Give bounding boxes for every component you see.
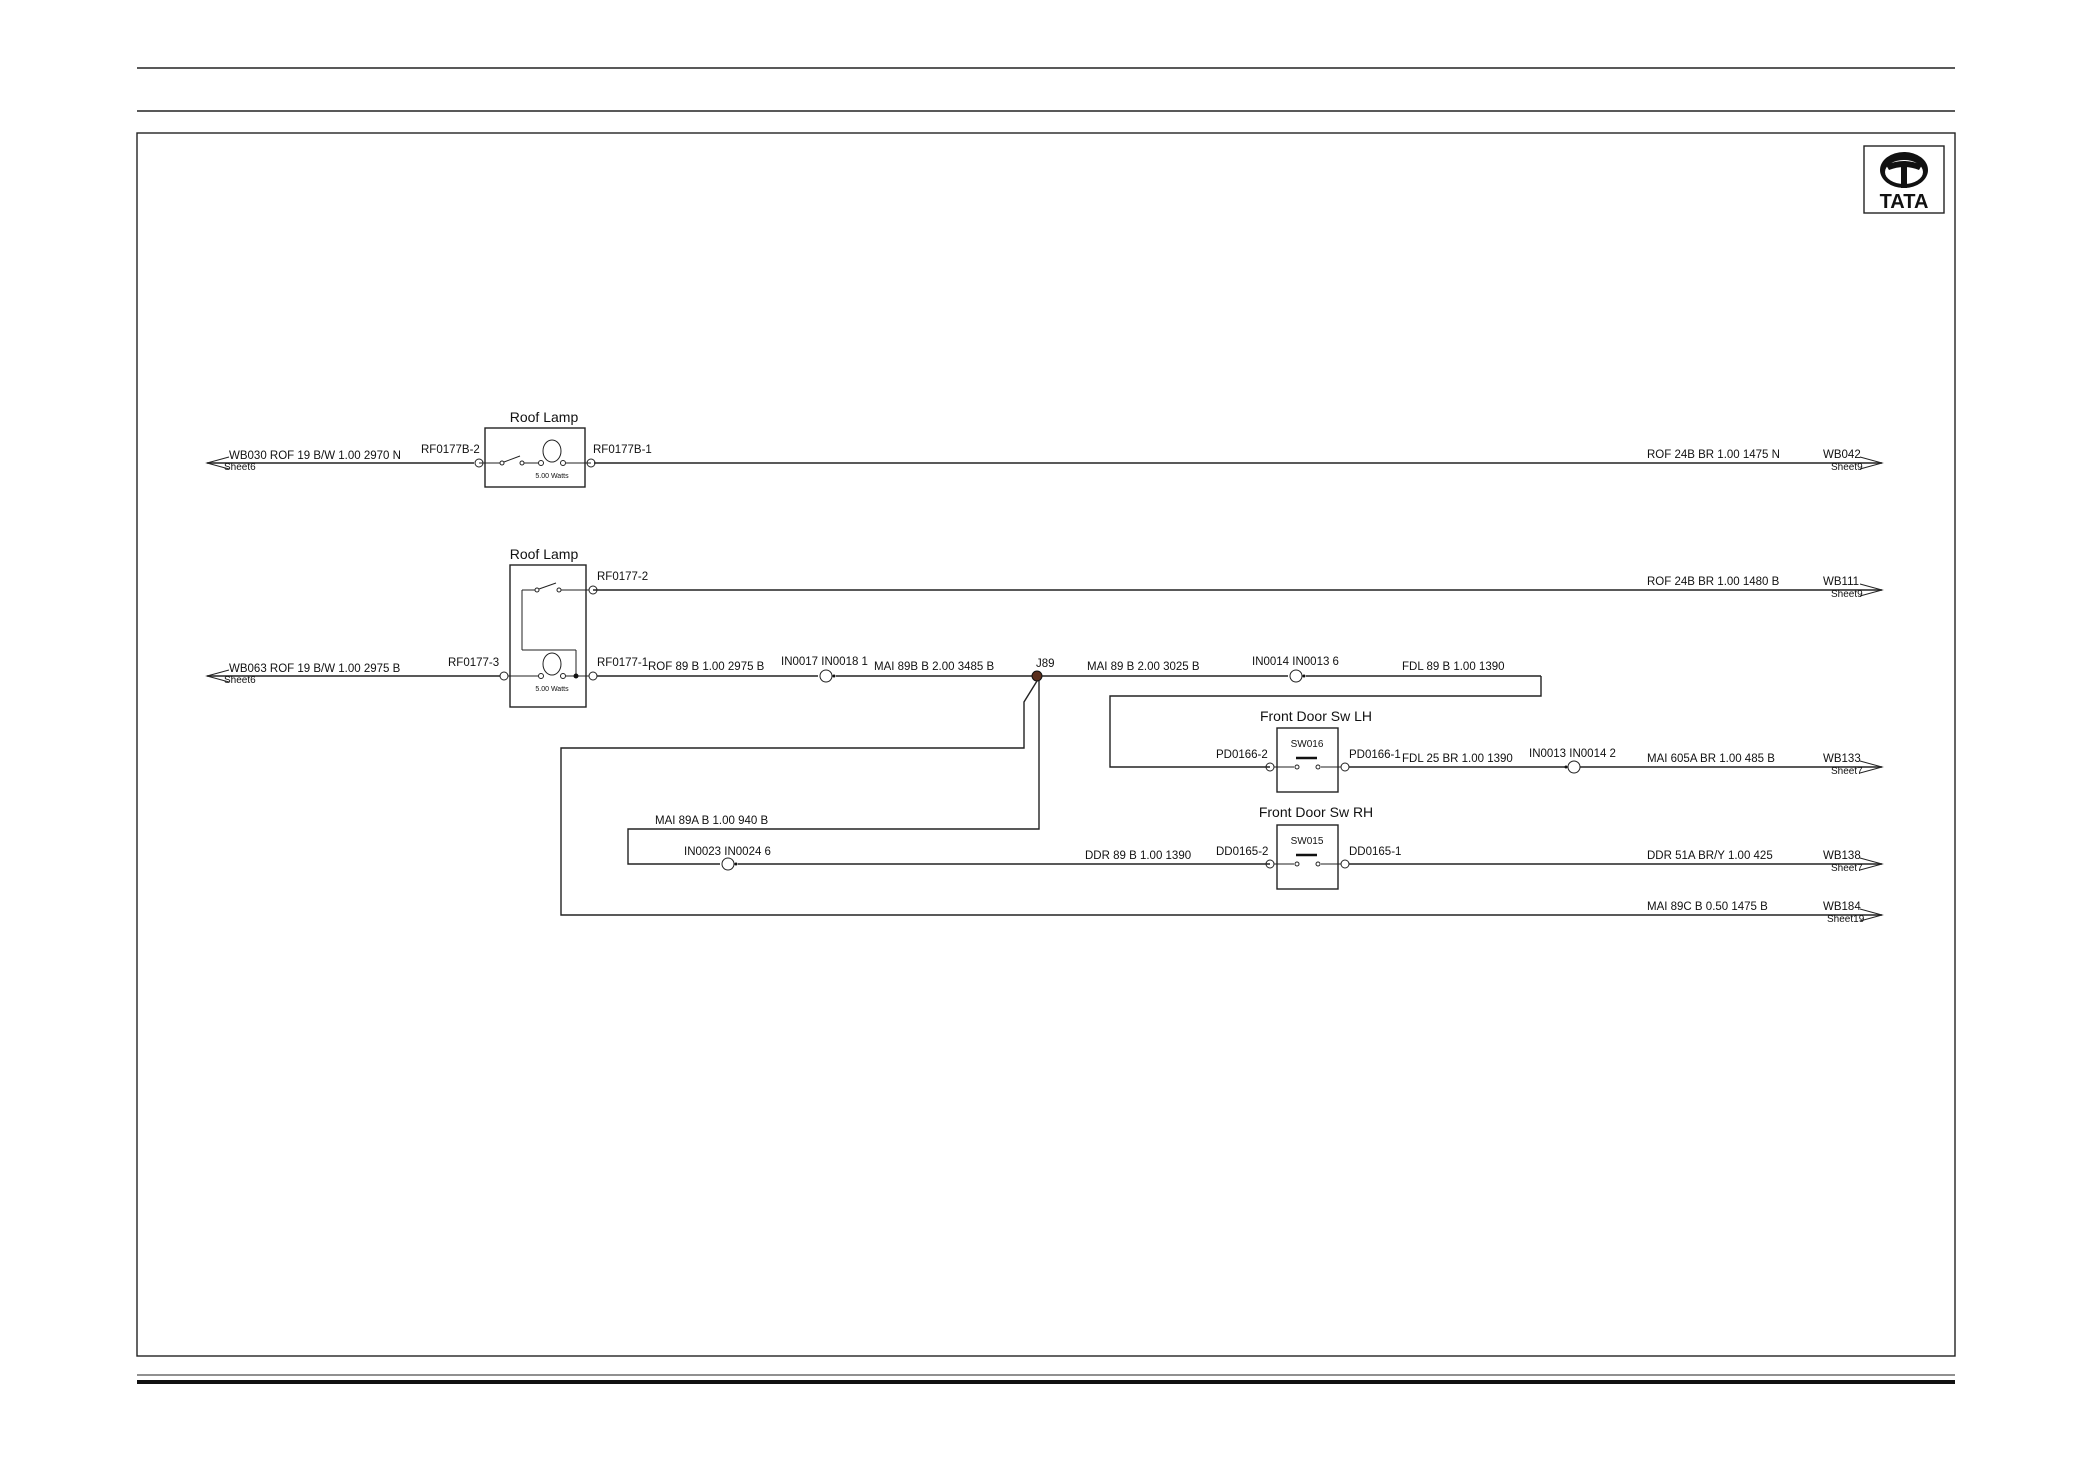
pin-label: RF0177-3 <box>448 657 499 669</box>
pin-label: RF0177B-1 <box>593 444 652 456</box>
wire-label: DDR 51A BR/Y 1.00 425 <box>1647 850 1773 862</box>
inline-connector-icon <box>721 857 735 871</box>
connector-label: IN0013 IN0014 2 <box>1529 748 1616 760</box>
front-door-switch-lh: Front Door Sw LH SW016 PD0166-2 PD0166-1 <box>1216 708 1401 793</box>
wire-row-2: RF0177-2 ROF 24B BR 1.00 1480 B WB111 Sh… <box>593 571 1884 600</box>
pin-label: RF0177B-2 <box>421 444 480 456</box>
wire-row-3: WB063 ROF 19 B/W 1.00 2975 B Sheet6 RF01… <box>205 656 1542 768</box>
arrow-right-icon <box>1859 857 1884 871</box>
arrow-right-icon <box>1859 908 1884 922</box>
component-title: Roof Lamp <box>510 409 579 425</box>
pin-label: RF0177-1 <box>597 657 648 669</box>
arrow-right-icon <box>1859 583 1884 597</box>
wire-label: ROF 24B BR 1.00 1475 N <box>1647 449 1780 461</box>
wire-row-4: FDL 25 BR 1.00 1390 IN0013 IN0014 2 MAI … <box>1349 748 1884 777</box>
wire-label: FDL 89 B 1.00 1390 <box>1402 661 1505 673</box>
sheet-ref: Sheet9 <box>1831 462 1863 473</box>
wire-label: WB063 ROF 19 B/W 1.00 2975 B <box>229 663 401 675</box>
tata-logo: TATA <box>1863 145 1945 214</box>
arrow-right-icon <box>1859 760 1884 774</box>
component-id: SW016 <box>1291 739 1324 750</box>
switch-contact-icon <box>1315 861 1321 867</box>
component-id: SW015 <box>1291 836 1324 847</box>
sheet-ref: Sheet6 <box>224 462 256 473</box>
drawing-border <box>136 132 1956 1357</box>
pin-label: PD0166-2 <box>1216 749 1268 761</box>
switch-contact-icon <box>1315 764 1321 770</box>
wire-id: WB184 <box>1823 901 1861 913</box>
wire-label: MAI 89A B 1.00 940 B <box>655 815 768 827</box>
lamp-rating: 5.00 Watts <box>535 686 569 693</box>
component-title: Front Door Sw LH <box>1260 708 1372 724</box>
component-title: Front Door Sw RH <box>1259 804 1373 820</box>
splice-j89 <box>1031 670 1043 682</box>
wire-label: DDR 89 B 1.00 1390 <box>1085 850 1191 862</box>
inline-connector-icon <box>1567 760 1581 774</box>
wire-row-1: WB030 ROF 19 B/W 1.00 2970 N Sheet6 RF01… <box>205 444 1884 473</box>
lamp-icon <box>542 652 562 676</box>
switch-icon <box>538 582 557 590</box>
pin-label: DD0165-1 <box>1349 846 1401 858</box>
switch-contact-icon <box>1294 764 1300 770</box>
switch-contact-icon <box>1294 861 1300 867</box>
front-door-switch-rh: Front Door Sw RH SW015 DD0165-2 DD0165-1 <box>1216 804 1401 890</box>
lamp-icon <box>542 439 562 463</box>
wire-label: MAI 89B B 2.00 3485 B <box>874 661 995 673</box>
sheet-ref: Sheet19 <box>1827 914 1865 925</box>
inline-connector-icon <box>819 669 833 683</box>
pin-label: DD0165-2 <box>1216 846 1268 858</box>
arrow-right-icon <box>1859 456 1884 470</box>
sheet-ref: Sheet7 <box>1831 863 1863 874</box>
connector-label: IN0023 IN0024 6 <box>684 846 771 858</box>
sheet-ref: Sheet9 <box>1831 589 1863 600</box>
wire-label: ROF 89 B 1.00 2975 B <box>648 661 765 673</box>
pin-label: RF0177-2 <box>597 571 648 583</box>
wire-row-5: DDR 51A BR/Y 1.00 425 WB138 Sheet7 <box>1349 850 1884 874</box>
wire-id: WB111 <box>1823 576 1859 588</box>
wire-label: WB030 ROF 19 B/W 1.00 2970 N <box>229 450 401 462</box>
logo-text: TATA <box>1880 191 1929 213</box>
wire-id: WB042 <box>1823 449 1861 461</box>
connector-label: IN0017 IN0018 1 <box>781 656 868 668</box>
component-title: Roof Lamp <box>510 546 579 562</box>
sheet-ref: Sheet7 <box>1831 766 1863 777</box>
wire-label: MAI 89C B 0.50 1475 B <box>1647 901 1768 913</box>
wire-label: MAI 89 B 2.00 3025 B <box>1087 661 1200 673</box>
lamp-rating: 5.00 Watts <box>535 473 569 480</box>
wire-id: WB138 <box>1823 850 1861 862</box>
pin-label: PD0166-1 <box>1349 749 1401 761</box>
wire-id: WB133 <box>1823 753 1861 765</box>
j89-branches: MAI 89C B 0.50 1475 B WB184 Sheet19 MAI … <box>560 680 1884 925</box>
wire-label: MAI 605A BR 1.00 485 B <box>1647 753 1775 765</box>
roof-lamp-2: Roof Lamp 5.00 Watts <box>499 546 598 708</box>
wire-label: FDL 25 BR 1.00 1390 <box>1402 753 1513 765</box>
wire-label: ROF 24B BR 1.00 1480 B <box>1647 576 1780 588</box>
splice-label: J89 <box>1036 658 1055 670</box>
sheet-ref: Sheet6 <box>224 675 256 686</box>
inline-connector-icon <box>1289 669 1303 683</box>
connector-label: IN0014 IN0013 6 <box>1252 656 1339 668</box>
roof-lamp-1: Roof Lamp 5.00 Watts <box>474 409 596 488</box>
switch-icon <box>503 455 521 463</box>
